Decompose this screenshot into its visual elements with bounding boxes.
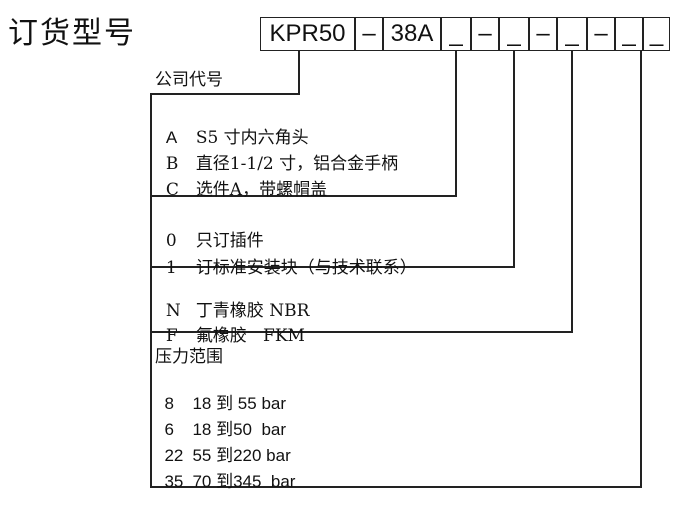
option-code: C bbox=[165, 180, 179, 200]
option-row-8: 8 18 到 55 bar bbox=[155, 374, 286, 414]
group-heading-company-code: 公司代号 bbox=[155, 70, 223, 90]
code-box-kpr50: KPR50 bbox=[260, 17, 355, 51]
option-row-n: N 丁青橡胶 NBR bbox=[155, 281, 310, 321]
connector-pressure-horizontal bbox=[150, 331, 573, 333]
option-row-6: 6 18 到50 bar bbox=[155, 400, 286, 440]
group-heading-pressure-range: 压力范围 bbox=[155, 347, 223, 367]
option-code: 22 bbox=[164, 446, 184, 465]
option-code: N bbox=[165, 301, 181, 321]
option-text: 18 到 55 bar bbox=[192, 394, 287, 413]
option-row-22: 22 55 到220 bar bbox=[155, 426, 291, 466]
connector-group4-left bbox=[150, 331, 152, 487]
option-code: A bbox=[165, 128, 178, 147]
option-text: 70 到345 bar bbox=[192, 472, 296, 491]
connector-group2-left bbox=[150, 195, 152, 267]
page-title: 订货型号 bbox=[8, 16, 136, 51]
option-text: 选件A，带螺帽盖 bbox=[195, 180, 328, 200]
option-code: B bbox=[165, 154, 179, 174]
option-row-35: 35 70 到345 bar bbox=[155, 452, 295, 492]
option-row-0: 0 只订插件 bbox=[155, 211, 264, 251]
code-box-blank-4: _ bbox=[615, 17, 643, 51]
connector-last-vertical bbox=[640, 50, 642, 487]
connector-group1-left bbox=[150, 93, 152, 196]
option-text: 55 到220 bar bbox=[192, 446, 291, 465]
option-text: 18 到50 bar bbox=[192, 420, 287, 439]
connector-group3-left bbox=[150, 266, 152, 332]
connector-pressure-vertical bbox=[571, 50, 573, 332]
option-code: 1 bbox=[165, 258, 177, 278]
option-text: 只订插件 bbox=[195, 231, 264, 251]
connector-mount-horizontal bbox=[150, 195, 457, 197]
option-text: 氟橡胶 FKM bbox=[195, 326, 305, 346]
connector-last-horizontal bbox=[150, 486, 642, 488]
option-row-1: 1 订标准安装块（与技术联系） bbox=[155, 238, 417, 278]
option-code: 8 bbox=[164, 394, 174, 413]
code-box-38a: 38A bbox=[383, 17, 441, 51]
option-code: 35 bbox=[164, 472, 184, 491]
option-code: F bbox=[165, 326, 178, 346]
connector-seal-horizontal bbox=[150, 266, 515, 268]
option-text: S5 寸内六角头 bbox=[195, 128, 309, 148]
option-code: 0 bbox=[165, 231, 177, 251]
code-box-dash-4: – bbox=[587, 17, 615, 51]
code-box-blank-2: _ bbox=[499, 17, 529, 51]
option-row-c: C 选件A，带螺帽盖 bbox=[155, 160, 327, 200]
code-box-dash-2: – bbox=[471, 17, 499, 51]
connector-company-horizontal bbox=[150, 93, 300, 95]
code-box-blank-3: _ bbox=[557, 17, 587, 51]
connector-mount-vertical bbox=[455, 50, 457, 196]
code-box-dash-1: – bbox=[355, 17, 383, 51]
option-row-f: F 氟橡胶 FKM bbox=[155, 306, 305, 346]
option-code: 6 bbox=[164, 420, 174, 439]
code-box-blank-5: _ bbox=[643, 17, 670, 51]
connector-company-vertical bbox=[298, 50, 300, 94]
option-text: 丁青橡胶 NBR bbox=[195, 301, 310, 321]
option-text: 订标准安装块（与技术联系） bbox=[195, 258, 417, 278]
code-box-blank-1: _ bbox=[441, 17, 471, 51]
option-row-a: A S5 寸内六角头 bbox=[155, 108, 309, 148]
connector-seal-vertical bbox=[513, 50, 515, 267]
option-text: 直径1-1/2 寸，铝合金手柄 bbox=[195, 154, 399, 174]
option-row-b: B 直径1-1/2 寸，铝合金手柄 bbox=[155, 134, 398, 174]
code-box-dash-3: – bbox=[529, 17, 557, 51]
